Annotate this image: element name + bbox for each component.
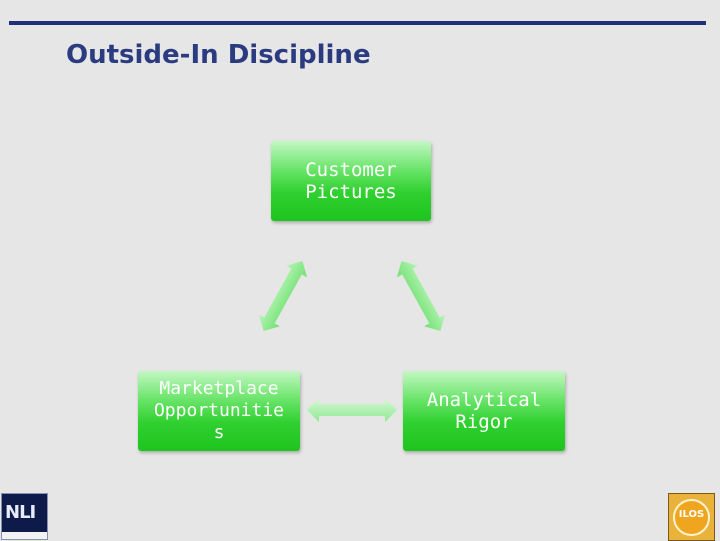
ilos-logo: ILOS	[668, 493, 715, 541]
arrow-customer-analytical	[396, 261, 446, 331]
slide-title: Outside-In Discipline	[66, 40, 371, 70]
nli-logo-strip	[2, 532, 47, 539]
analytical-rigor-label: Analytical Rigor	[426, 389, 542, 433]
double-arrow-shape	[258, 261, 308, 331]
marketplace-opportunities-box: Marketplace Opportunitie s	[138, 371, 300, 451]
nli-logo: NLI	[1, 493, 48, 540]
nli-logo-text: NLI	[5, 502, 36, 523]
customer-pictures-box: Customer Pictures	[271, 141, 431, 221]
marketplace-opportunities-label: Marketplace Opportunitie s	[153, 378, 285, 443]
analytical-rigor-box: Analytical Rigor	[403, 371, 565, 451]
title-rule	[9, 21, 706, 25]
double-arrow-shape	[396, 261, 446, 331]
customer-pictures-label: Customer Pictures	[305, 159, 397, 203]
ilos-logo-text: ILOS	[678, 509, 705, 520]
ilos-logo-disc	[673, 499, 710, 536]
arrow-marketplace-analytical	[307, 398, 397, 422]
arrow-customer-marketplace	[258, 261, 308, 331]
double-arrow-shape	[307, 398, 397, 422]
